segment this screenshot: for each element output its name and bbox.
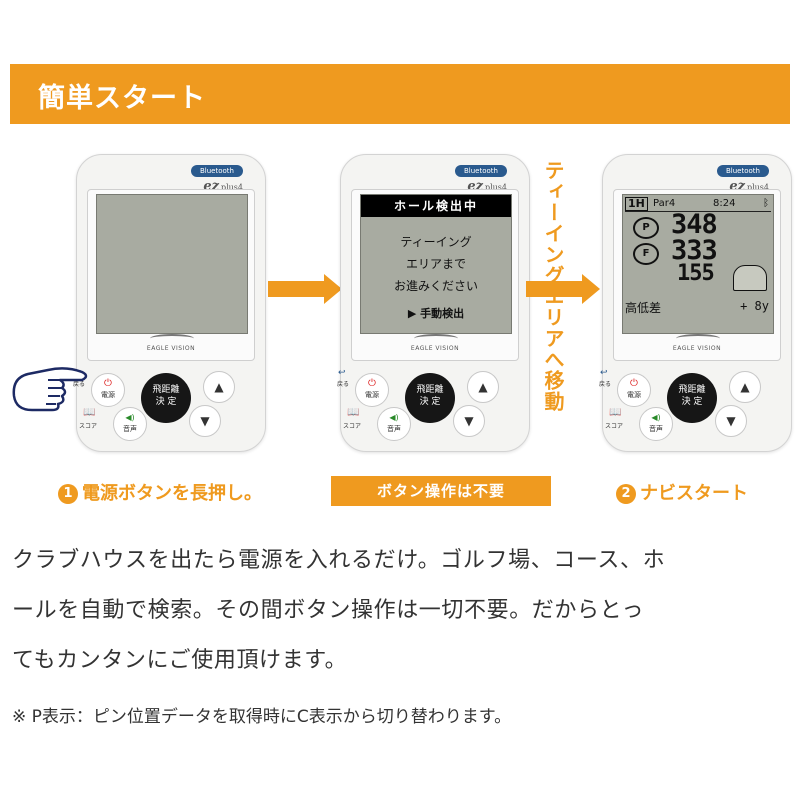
down-button[interactable]: ▼ [715,405,747,437]
speaker-icon: ◀) [651,413,661,422]
back-label: 戻る [337,381,350,388]
back-label: 戻る [73,381,86,388]
distance-confirm-button[interactable]: 飛距離決 定 [141,373,191,423]
speaker-icon: ◀) [125,413,135,422]
lcd-screen-blank [96,194,248,334]
sound-button[interactable]: ◀)音声 [113,407,147,441]
up-button[interactable]: ▲ [467,371,499,403]
pin-flag-icon: P [633,217,659,239]
sound-button[interactable]: ◀)音声 [639,407,673,441]
manual-detect-option: ▶ 手動検出 [407,307,465,320]
down-button[interactable]: ▼ [189,405,221,437]
power-icon: ⏻ [630,378,638,389]
maker-logo: EAGLE VISION [672,345,722,352]
clock-time: 8:24 [713,198,736,209]
power-button[interactable]: ⏻電源 [355,373,389,407]
arrow-2-shaft [526,281,582,297]
up-button[interactable]: ▲ [203,371,235,403]
pin-distance: 348 [671,209,718,240]
status-bar: 1H Par4 8:24 ᛒ [625,197,771,212]
screen-bezel: EAGLE VISION [87,189,255,361]
lcd-screen-navigation: 1H Par4 8:24 ᛒ P 348 F 333 155 高低差 + 8y [622,194,774,334]
bluetooth-icon: ᛒ [763,198,769,209]
score-label: スコア [343,423,362,430]
score-book-icon: 📖 [83,407,96,418]
back-distance: 155 [677,261,715,286]
up-button[interactable]: ▲ [729,371,761,403]
bluetooth-badge: Bluetooth [455,165,507,177]
bluetooth-badge: Bluetooth [717,165,769,177]
page-title: 簡単スタート [38,83,206,114]
hole-number: 1H [625,197,648,211]
arrow-1-shaft [268,281,324,297]
no-button-needed-badge: ボタン操作は不要 [331,476,551,506]
score-label: スコア [79,423,98,430]
distance-confirm-button[interactable]: 飛距離決 定 [405,373,455,423]
front-distance: 333 [671,235,718,266]
distance-confirm-button[interactable]: 飛距離決 定 [667,373,717,423]
screen-bezel: ホール検出中 ティーイング エリアまで お進みください ▶ 手動検出 EAGLE… [351,189,519,361]
score-label: スコア [605,423,624,430]
footnote: ※ P表示：ピン位置データを取得時にC表示から切り替わります。 [12,707,512,727]
screen-message-line: エリアまで [405,257,466,271]
description-line: クラブハウスを出たら電源を入れるだけ。ゴルフ場、コース、ホ [12,548,666,573]
wings-icon [676,334,720,343]
score-book-icon: 📖 [609,407,622,418]
par-value: Par4 [653,198,676,209]
power-icon: ⏻ [368,378,376,389]
elevation-value: + 8y [740,299,769,313]
back-arrow-icon: ↩ [600,368,608,378]
pointing-hand-icon [12,367,88,412]
power-icon: ⏻ [104,378,112,389]
arrow-2-head [582,274,600,304]
back-label: 戻る [599,381,612,388]
description-paragraph: クラブハウスを出たら電源を入れるだけ。ゴルフ場、コース、ホ ールを自動で検索。そ… [12,536,796,686]
step-2-number: 2 [616,484,636,504]
wings-icon [414,334,458,343]
wings-icon [150,334,194,343]
maker-logo: EAGLE VISION [410,345,460,352]
maker-logo: EAGLE VISION [146,345,196,352]
elevation-label: 高低差 [625,301,662,315]
front-green-icon: F [633,243,659,265]
lcd-screen-detecting: ホール検出中 ティーイング エリアまで お進みください ▶ 手動検出 [360,194,512,334]
down-button[interactable]: ▼ [453,405,485,437]
screen-bezel: 1H Par4 8:24 ᛒ P 348 F 333 155 高低差 + 8y … [613,189,781,361]
step-1-number: 1 [58,484,78,504]
arrow-1-head [324,274,342,304]
power-button[interactable]: ⏻電源 [617,373,651,407]
description-line: ールを自動で検索。その間ボタン操作は一切不要。だからとっ [12,598,645,623]
score-book-icon: 📖 [347,407,360,418]
sound-button[interactable]: ◀)音声 [377,407,411,441]
screen-message-line: お進みください [393,279,478,293]
header-banner: 簡単スタート [10,64,790,124]
screen-message-line: ティーイング [400,235,472,249]
description-line: てもカンタンにご使用頂けます。 [12,648,348,673]
power-button[interactable]: ⏻電源 [91,373,125,407]
green-map-icon [733,265,767,291]
back-arrow-icon: ↩ [338,368,346,378]
hole-detecting-header: ホール検出中 [361,195,511,217]
speaker-icon: ◀) [389,413,399,422]
bluetooth-badge: Bluetooth [191,165,243,177]
